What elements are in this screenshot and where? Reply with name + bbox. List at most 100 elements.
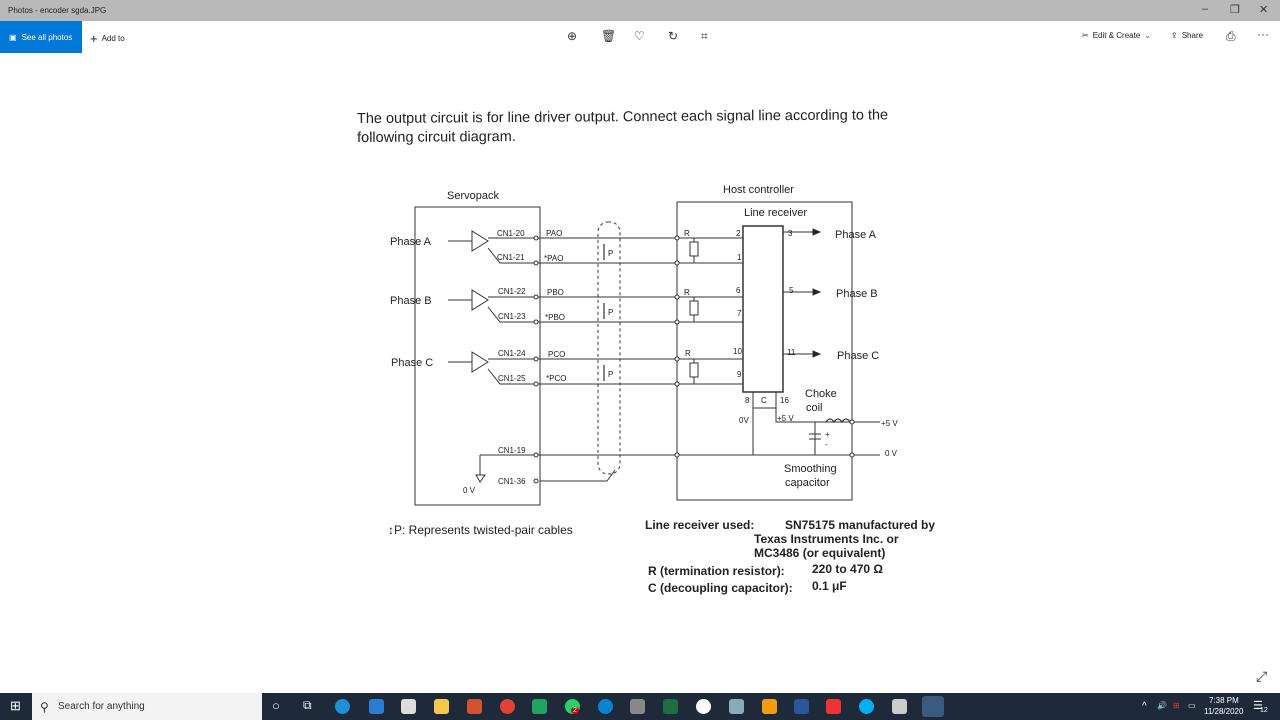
phase-c-out: Phase C [837,350,879,362]
minimize-button[interactable]: – [1202,3,1209,15]
ic-pin: 2 [736,229,741,238]
pin-label: CN1-36 [498,477,526,486]
pdf-icon[interactable] [826,699,841,714]
close-button[interactable]: ✕ [1259,4,1269,16]
r-label: R (termination resistor): [648,564,785,578]
phase-b-out: Phase B [836,288,878,300]
capacitor-c-label: C [761,396,767,405]
photos-app-icon[interactable] [922,696,944,717]
window-title: Photos - encoder sgda.JPG [8,6,107,15]
clock-date[interactable]: 11/28/2020 [1204,707,1244,716]
app-icon[interactable] [696,699,711,714]
twisted-pair-label: P [608,308,613,317]
c-value: 0.1 μF [812,579,847,593]
notification-badge: 2 [571,707,579,714]
file-explorer-icon[interactable] [434,699,449,714]
pin-label: CN1-22 [498,287,526,296]
pin-label: CN1-25 [498,374,526,383]
delete-icon[interactable]: 🗑 [601,29,617,43]
zoom-icon[interactable]: ⊕ [567,29,578,43]
app-icon[interactable] [892,699,907,714]
resistor-label: R [684,288,690,297]
word-icon[interactable] [794,699,809,714]
app-icon[interactable] [729,699,744,714]
plus-icon: + [90,31,98,46]
share-icon: ⇪ [1171,31,1178,40]
drive-icon[interactable] [532,699,547,714]
ic-pin: 1 [737,253,742,262]
more-button[interactable]: ··· [1257,27,1269,41]
outlook-icon[interactable] [762,699,777,714]
edge-icon[interactable] [335,699,350,714]
print-icon[interactable]: ⎙ [1226,29,1236,43]
edit-create-button[interactable]: ✂Edit & Create⌄ [1082,31,1151,40]
receiver-used-2: Texas Instruments Inc. or [754,532,899,546]
photos-icon: ▣ [9,32,17,42]
circuit-diagram: Servopack Host controller Line receiver … [390,184,898,506]
add-to-label: Add to [101,34,125,43]
receiver-used-label: Line receiver used: [645,518,755,532]
action-center-icon[interactable]: ☰ [1253,700,1263,712]
taskbar: ⊞ ⚲Search for anything ○ ⧉ 2 ^ 🔊 ⊞ ▭ 7:3… [0,693,1280,720]
powerpoint-icon[interactable] [467,699,482,714]
share-button[interactable]: ⇪Share [1171,31,1203,40]
clock-time[interactable]: 7:38 PM [1209,696,1239,705]
signal-lines [448,221,880,483]
ov-label: 0 V [463,486,476,495]
phase-a-out: Phase A [835,229,877,241]
resistor-label: R [685,349,691,358]
pin-label: CN1-19 [498,446,526,455]
pin-label: CN1-23 [498,312,526,321]
maximize-button[interactable]: ❐ [1230,4,1240,16]
excel-icon[interactable] [663,699,678,714]
smoothing-label: Smoothing [784,463,837,475]
task-view-icon[interactable]: ⧉ [303,698,312,712]
start-windows-icon[interactable]: ⊞ [10,698,21,713]
signal-label: PBO [547,288,564,297]
mail-icon[interactable] [369,699,384,714]
servopack-label: Servopack [447,190,499,202]
chrome-icon[interactable] [500,699,515,714]
see-all-label: See all photos [21,32,73,42]
signal-label: PAO [546,229,562,238]
fullscreen-expand-icon[interactable]: ⤢ [1256,668,1268,684]
rotate-icon[interactable]: ↻ [668,29,679,43]
crop-icon[interactable]: ⌗ [701,29,708,43]
c-label: C (decoupling capacitor): [648,581,793,595]
add-to-button[interactable]: +Add to [90,31,125,46]
title-bar: Photos - encoder sgda.JPG – ❐ ✕ [0,0,1280,21]
ic-pin: 8 [745,396,750,405]
ic-pin: 6 [736,286,741,295]
ime-icon[interactable]: ⊞ [1173,701,1180,710]
toolbar: ▣ See all photos +Add to ⊕ 🗑 ♡ ↻ ⌗ ✂Edit … [0,21,1280,53]
ic-pin: 7 [737,309,742,318]
plus5-ic-label: +5 V [777,414,794,423]
ov-ic-label: 0V [739,416,749,425]
show-hidden-icons[interactable]: ^ [1142,701,1147,712]
edge-new-icon[interactable] [598,699,613,714]
ov-right-label: 0 V [885,449,898,458]
receiver-used: SN75175 manufactured by [785,518,936,532]
phase-a-in: Phase A [390,236,432,248]
ic-pin: 16 [780,396,789,405]
volume-icon[interactable]: 🔊 [1157,701,1167,710]
share-label: Share [1181,31,1204,40]
line-receiver-ic [742,225,784,393]
pin-label: CN1-21 [497,253,525,262]
signal-label: *PAO [544,254,563,263]
chevron-down-icon: ⌄ [1144,31,1151,40]
store-icon[interactable] [401,699,416,714]
cortana-icon[interactable]: ○ [272,698,280,713]
network-icon[interactable]: ▭ [1188,701,1196,710]
calculator-icon[interactable] [630,699,645,714]
cap-minus: - [825,440,828,449]
whatsapp-icon[interactable]: 2 [565,699,580,714]
edit-icon: ✂ [1082,31,1089,40]
favorite-heart-icon[interactable]: ♡ [634,29,645,43]
choke-label: Choke [805,388,837,400]
see-all-photos-button[interactable]: ▣ See all photos [0,21,82,53]
taskbar-search-box[interactable]: ⚲Search for anything [32,693,262,720]
host-box [676,201,853,501]
search-placeholder: Search for anything [58,701,145,712]
skype-icon[interactable] [859,699,874,714]
